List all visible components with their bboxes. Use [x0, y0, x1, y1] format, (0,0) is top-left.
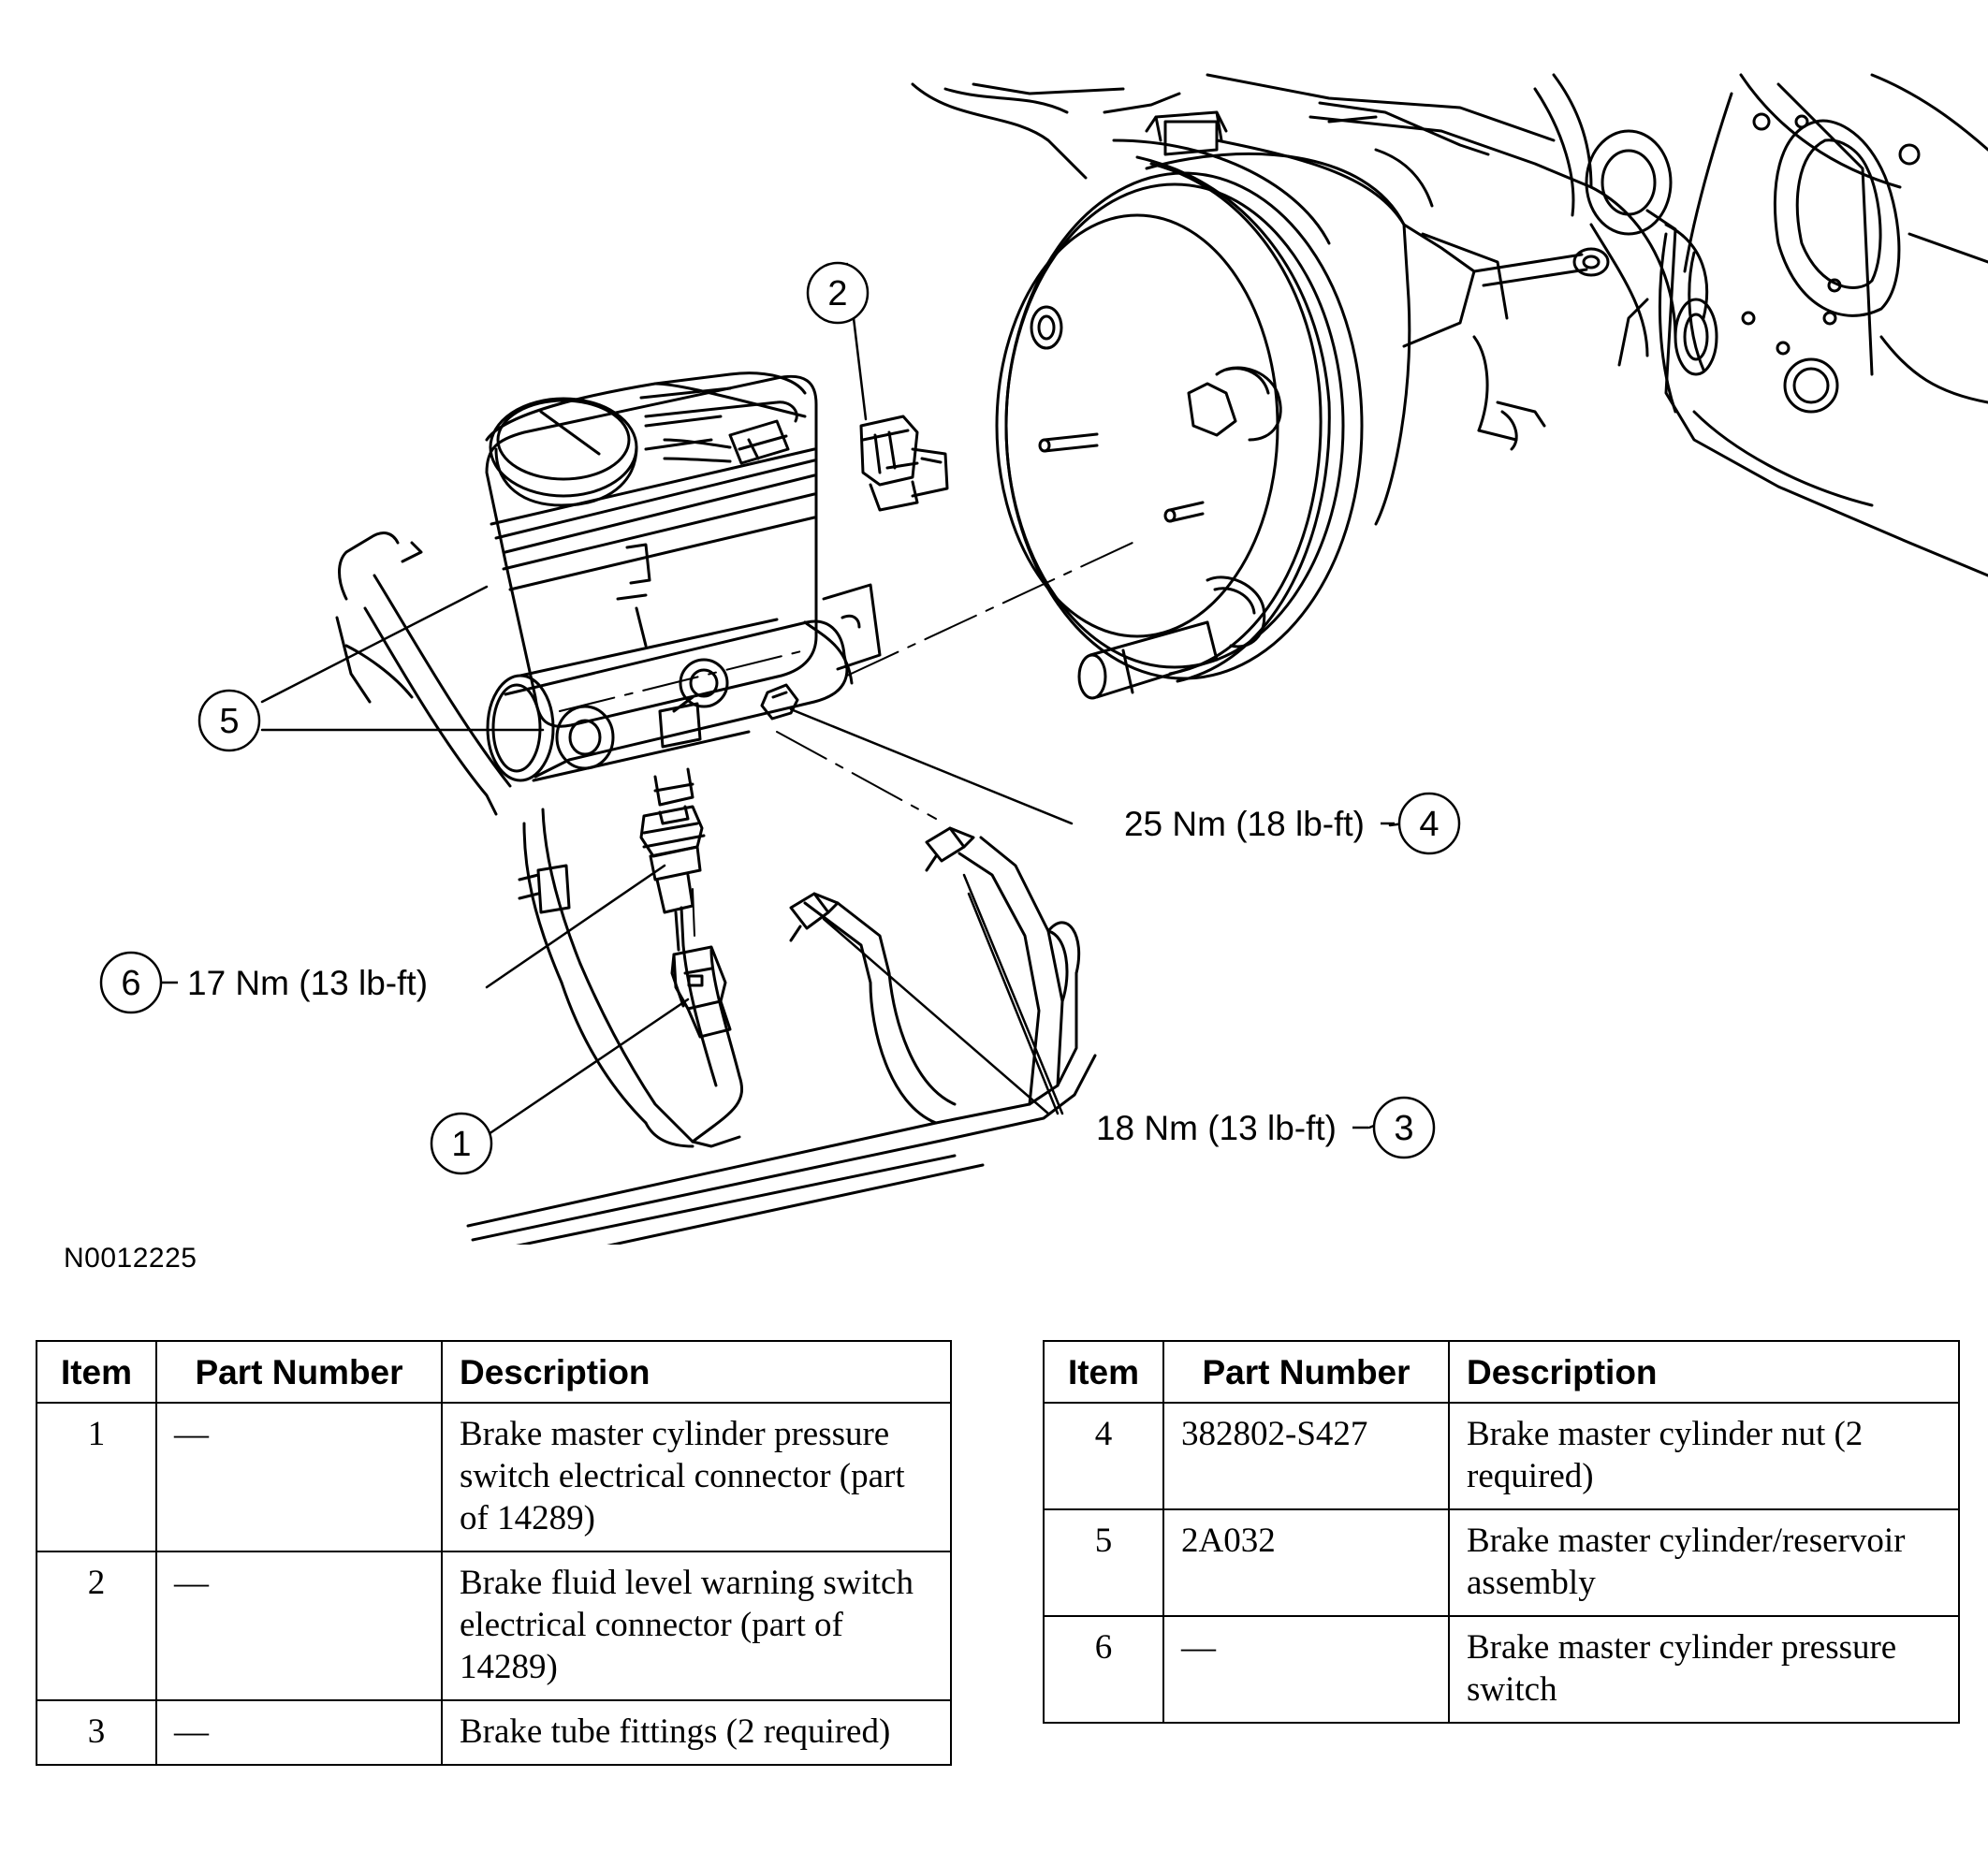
- fluid-level-connector: [859, 415, 949, 512]
- table-header-row: Item Part Number Description: [1043, 1340, 1960, 1404]
- row-item: 6: [1043, 1615, 1164, 1724]
- parts-table-right: Item Part Number Description 4 382802-S4…: [1043, 1340, 1960, 1724]
- callout-1: 1: [430, 1112, 493, 1175]
- header-description: Description: [1448, 1340, 1960, 1404]
- row-description: Brake master cylinder/reservoir assembly: [1448, 1508, 1960, 1617]
- table-row: 5 2A032 Brake master cylinder/reservoir …: [1043, 1508, 1960, 1617]
- callout-2-number: 2: [827, 274, 847, 313]
- header-item: Item: [36, 1340, 157, 1404]
- callout-5: 5: [197, 689, 261, 752]
- callout-3-torque: 18 Nm (13 lb-ft): [1096, 1109, 1337, 1147]
- master-cylinder-reservoir: [485, 371, 882, 782]
- row-description: Brake tube fittings (2 required): [441, 1699, 952, 1766]
- leader-lines: [260, 262, 1406, 1136]
- table-row: 3 — Brake tube fittings (2 required): [36, 1699, 952, 1766]
- table-row: 6 — Brake master cylinder pressure switc…: [1043, 1615, 1960, 1724]
- brake-booster: [995, 101, 1610, 700]
- row-item: 5: [1043, 1508, 1164, 1617]
- header-part-number: Part Number: [1162, 1340, 1450, 1404]
- callout-1-number: 1: [451, 1125, 471, 1164]
- row-item: 3: [36, 1699, 157, 1766]
- brake-lines: [335, 532, 1097, 1245]
- figure-id: N0012225: [64, 1243, 197, 1274]
- table-row: 4 382802-S427 Brake master cylinder nut …: [1043, 1402, 1960, 1510]
- row-item: 4: [1043, 1402, 1164, 1510]
- callout-4-number: 4: [1419, 805, 1439, 844]
- row-item: 2: [36, 1551, 157, 1701]
- callout-2: 2: [806, 261, 870, 325]
- brake-master-cylinder-diagram: 5 2 25 Nm (18 lb-ft) 4 6 17 Nm (13 lb-ft…: [99, 73, 1988, 1245]
- table-row: 2 — Brake fluid level warning switch ele…: [36, 1551, 952, 1701]
- pressure-switch: [639, 767, 706, 952]
- row-part-number: —: [1162, 1615, 1450, 1724]
- callout-6-torque: 17 Nm (13 lb-ft): [187, 964, 428, 1002]
- row-part-number: 2A032: [1162, 1508, 1450, 1617]
- row-description: Brake master cylinder pressure switch: [1448, 1615, 1960, 1724]
- row-item: 1: [36, 1402, 157, 1552]
- parts-table-left: Item Part Number Description 1 — Brake m…: [36, 1340, 952, 1766]
- table-header-row: Item Part Number Description: [36, 1340, 952, 1404]
- callout-5-number: 5: [219, 702, 239, 741]
- row-part-number: 382802-S427: [1162, 1402, 1450, 1510]
- firewall-structure: [911, 73, 1988, 577]
- header-part-number: Part Number: [155, 1340, 443, 1404]
- header-description: Description: [441, 1340, 952, 1404]
- callout-3-number: 3: [1394, 1109, 1413, 1148]
- callout-4-torque: 25 Nm (18 lb-ft): [1124, 805, 1365, 843]
- row-description: Brake master cylinder pressure switch el…: [441, 1402, 952, 1552]
- row-part-number: —: [155, 1551, 443, 1701]
- callout-6-number: 6: [121, 964, 140, 1003]
- callout-3: 18 Nm (13 lb-ft) 3: [1096, 1096, 1436, 1159]
- callout-6: 6 17 Nm (13 lb-ft): [99, 951, 428, 1014]
- row-part-number: —: [155, 1699, 443, 1766]
- row-description: Brake fluid level warning switch electri…: [441, 1551, 952, 1701]
- assembly-centerlines: [559, 542, 1133, 937]
- row-part-number: —: [155, 1402, 443, 1552]
- pressure-switch-connector: [670, 945, 732, 1039]
- callout-4: 25 Nm (18 lb-ft) 4: [1124, 792, 1461, 855]
- table-row: 1 — Brake master cylinder pressure switc…: [36, 1402, 952, 1552]
- row-description: Brake master cylinder nut (2 required): [1448, 1402, 1960, 1510]
- header-item: Item: [1043, 1340, 1164, 1404]
